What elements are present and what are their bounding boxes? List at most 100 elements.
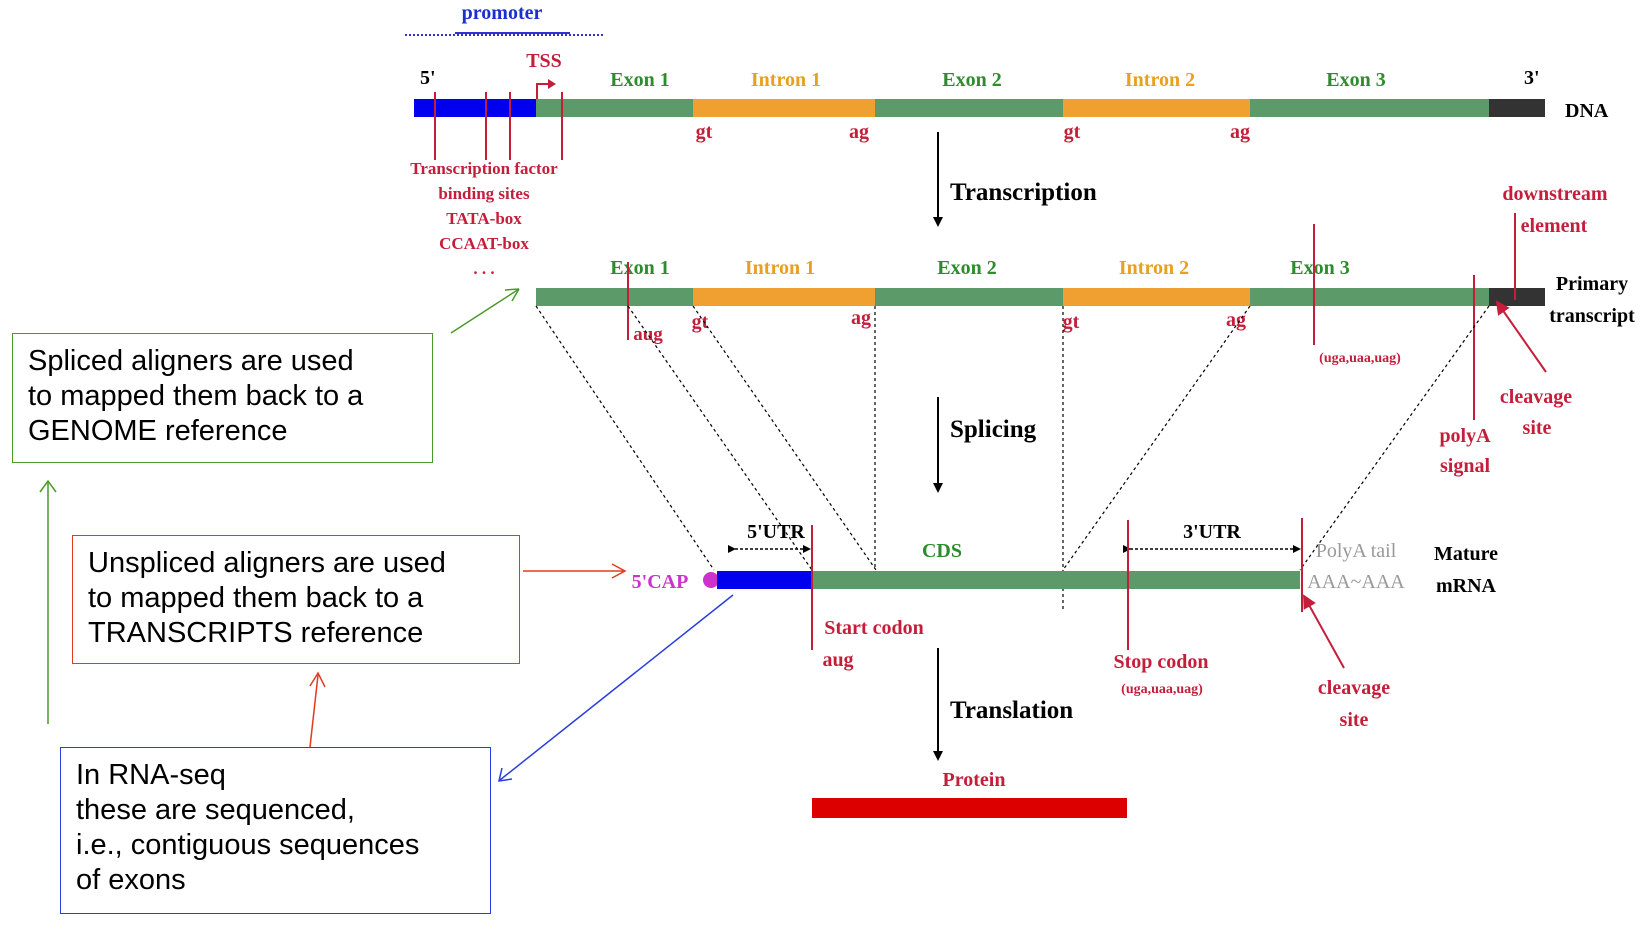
transcripts-reference-box: Unspliced aligners are used to mapped th… (72, 535, 520, 664)
primary-gt1: gt (692, 311, 709, 333)
primary-cleavage-line2: site (1523, 417, 1552, 439)
dna-gt2: gt (1064, 121, 1081, 143)
utr5-label: 5'UTR (747, 521, 805, 543)
primary-exon2-label: Exon 2 (937, 257, 996, 279)
dna-exon3-label: Exon 3 (1326, 69, 1385, 91)
primary-gt2: gt (1063, 311, 1080, 333)
mature-label-line1: Mature (1434, 543, 1498, 565)
transcription-label: Transcription (950, 179, 1097, 206)
polya-signal-line2: signal (1440, 455, 1490, 477)
promoter-label: promoter (462, 2, 543, 24)
polya-tail-label: PolyA tail (1316, 540, 1397, 562)
stop-codon-line1: Stop codon (1113, 651, 1208, 673)
genome-box-line2: to mapped them back to a (28, 380, 364, 412)
mature-utr5-segment (717, 571, 813, 589)
primary-aug: aug (633, 324, 663, 345)
genome-box-arrow-line (450, 288, 520, 334)
primary-exon1-label: Exon 1 (610, 257, 669, 279)
transcripts-box-line1: Unspliced aligners are used (88, 547, 446, 579)
transcripts-up-arrow-head (309, 671, 326, 688)
start-codon-line2: aug (822, 649, 853, 671)
polya-signal-line1: polyA (1439, 425, 1491, 447)
dna-exon1-label: Exon 1 (610, 69, 669, 91)
mature-label-line2: mRNA (1436, 575, 1497, 597)
dna-intron1-label: Intron 1 (751, 69, 821, 91)
cds-label: CDS (922, 540, 962, 562)
genome-up-arrow-head (39, 479, 57, 493)
dna-exon1-segment (536, 99, 693, 117)
primary-cleavage-line1: cleavage (1500, 386, 1572, 408)
dna-intron2-label: Intron 2 (1125, 69, 1195, 91)
splicing-label: Splicing (950, 416, 1037, 443)
polya-aaa-label: AAA~AAA (1307, 571, 1405, 593)
primary-ag1: ag (851, 307, 871, 329)
protein-label: Protein (943, 769, 1006, 791)
tf-text-line-3: TATA-box (446, 209, 522, 228)
stop-codon-line2: (uga,uaa,uag) (1121, 682, 1203, 697)
transcripts-box-line2: to mapped them back to a (88, 582, 424, 614)
tf-text-line-1: Transcription factor (410, 159, 558, 178)
rnaseq-box: In RNA-seq these are sequenced, i.e., co… (60, 747, 491, 914)
primary-cleavage-arrow (1495, 300, 1547, 373)
primary-intron2-segment (1063, 288, 1250, 306)
mature-cleavage-arrow (1303, 594, 1345, 669)
tf-text-line-4: CCAAT-box (439, 234, 529, 253)
protein-bar (812, 798, 1127, 818)
genome-box-line1: Spliced aligners are used (28, 345, 354, 377)
primary-label-line2: transcript (1549, 305, 1635, 327)
tf-text-line-5: . . . (473, 259, 494, 278)
rnaseq-box-line4: of exons (76, 864, 186, 896)
mature-cleavage-line2: site (1340, 709, 1369, 731)
transcripts-box-arrow-head (611, 563, 627, 579)
primary-intron1-segment (693, 288, 875, 306)
cap-label: 5'CAP (632, 571, 689, 593)
dna-intron1-segment (693, 99, 875, 117)
primary-exon3-label: Exon 3 (1290, 257, 1349, 279)
genome-box-line3: GENOME reference (28, 415, 288, 447)
splice-mapping-lines (535, 305, 1490, 610)
dna-gt1: gt (696, 121, 713, 143)
rnaseq-box-line1: In RNA-seq (76, 759, 226, 791)
downstream-line1: downstream (1502, 183, 1608, 205)
rnaseq-arrow-head (498, 767, 513, 782)
dna-three-prime-label: 3' (1524, 67, 1540, 89)
dna-ag2: ag (1230, 121, 1250, 143)
primary-stop-codons: (uga,uaa,uag) (1319, 351, 1401, 366)
dna-intron2-segment (1063, 99, 1250, 117)
dna-five-prime-label: 5' (420, 67, 436, 89)
primary-intron2-label: Intron 2 (1119, 257, 1189, 279)
transcripts-up-arrow-line (309, 674, 319, 748)
genome-box-arrow-head (504, 288, 520, 302)
primary-intron1-label: Intron 1 (745, 257, 815, 279)
rnaseq-box-line3: i.e., contiguous sequences (76, 829, 420, 861)
rnaseq-arrow-line (499, 594, 734, 781)
primary-ag2: ag (1226, 309, 1246, 331)
utr3-label: 3'UTR (1183, 521, 1241, 543)
mature-cds-segment (813, 571, 1300, 589)
translation-label: Translation (950, 697, 1073, 724)
tss-arrow (536, 83, 552, 100)
tss-label: TSS (526, 50, 562, 72)
cap-dot (703, 572, 719, 588)
primary-exon1-segment (536, 288, 693, 306)
mature-cleavage-line1: cleavage (1318, 677, 1390, 699)
primary-exon2-segment (875, 288, 1063, 306)
dna-ag1: ag (849, 121, 869, 143)
start-codon-line1: Start codon (824, 617, 923, 639)
rnaseq-box-line2: these are sequenced, (76, 794, 355, 826)
tss-arrow-head (548, 79, 556, 89)
dna-promoter-segment (414, 99, 536, 117)
dna-exon2-label: Exon 2 (942, 69, 1001, 91)
dna-tail-segment (1489, 99, 1545, 117)
downstream-line2: element (1521, 215, 1588, 237)
dna-exon2-segment (875, 99, 1063, 117)
transcripts-box-line3: TRANSCRIPTS reference (88, 617, 424, 649)
genome-reference-box: Spliced aligners are used to mapped them… (12, 333, 433, 463)
dna-exon3-segment (1250, 99, 1489, 117)
primary-exon3-segment (1250, 288, 1489, 306)
dna-label: DNA (1565, 100, 1609, 122)
tf-text-line-2: binding sites (438, 184, 530, 203)
primary-label-line1: Primary (1556, 273, 1628, 295)
